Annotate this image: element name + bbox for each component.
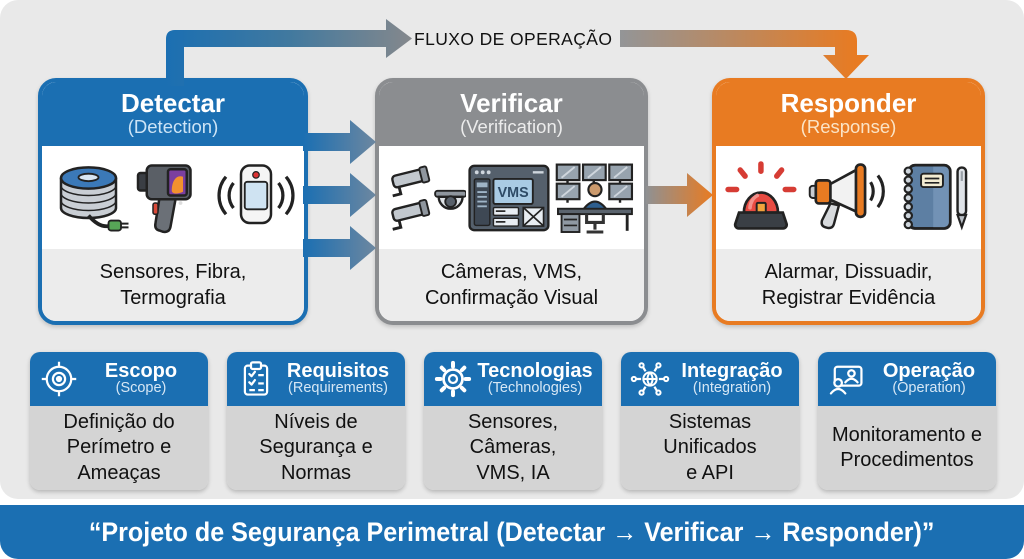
pillar-title: Integração [681,359,783,382]
stage-detectar-icons [42,146,304,249]
pillar-requisitos: Requisitos (Requirements) Níveis de Segu… [227,352,405,490]
pillar-title: Tecnologias [477,359,593,382]
stage-title: Responder [780,88,917,119]
pillar-integracao-body: Sistemas Unificados e API [621,406,799,490]
pillar-operacao: Operação (Operation) Monitoramento e Pro… [818,352,996,490]
pillar-tecnologias-body: Sensores, Câmeras, VMS, IA [424,406,602,490]
alarm-siren-icon [725,160,797,230]
motion-sensor-icon [216,163,295,224]
pillar-subtitle: (Requirements) [288,380,388,397]
evidence-notebook-icon [903,163,969,231]
pillar-requisitos-header: Requisitos (Requirements) [227,352,405,406]
stage-title: Detectar [120,88,226,119]
stage-verificar-header: Verificar (Verification) [379,82,644,146]
pillar-requisitos-body: Níveis de Segurança e Normas [227,406,405,490]
stage-subtitle: (Detection) [127,116,219,138]
pillar-subtitle: (Scope) [115,380,167,397]
pillar-subtitle: (Operation) [892,380,966,397]
stage-responder: Responder (Response) [712,78,985,325]
gear-icon [432,359,474,399]
megaphone-icon [808,162,885,229]
pillar-operacao-header: Operação (Operation) [818,352,996,406]
pillar-title: Requisitos [286,359,390,382]
pillar-title: Escopo [104,359,178,382]
stage-detectar-header: Detectar (Detection) [42,82,304,146]
footer-title: “Projeto de Segurança Perimetral (Detect… [89,516,935,547]
stage-responder-icons [716,146,981,249]
footer-title-bar: “Projeto de Segurança Perimetral (Detect… [0,505,1024,559]
monitoring-station-icon [555,163,634,234]
pillar-subtitle: (Technologies) [487,380,583,397]
pillar-integracao-header: Integração (Integration) [621,352,799,406]
vms-screen-label: VMS [498,184,529,200]
pillar-tecnologias-header: Tecnologias (Technologies) [424,352,602,406]
team-meeting-icon [826,359,868,399]
network-icon [629,359,671,399]
stage-detectar-caption: Sensores, Fibra, Termografia [42,249,304,321]
stage-subtitle: (Verification) [460,116,563,138]
target-icon [38,359,80,399]
thermal-camera-icon [136,163,192,233]
stage-responder-caption: Alarmar, Dissuadir, Registrar Evidência [716,249,981,321]
pillar-escopo: Escopo (Scope) Definição do Perímetro e … [30,352,208,490]
checklist-icon [235,359,277,399]
pillar-integracao: Integração (Integration) Sistemas Unific… [621,352,799,490]
pillar-tecnologias: Tecnologias (Technologies) Sensores, Câm… [424,352,602,490]
vms-software-icon: VMS [468,164,550,231]
stage-subtitle: (Response) [800,116,897,138]
cctv-cameras-icon [391,165,467,231]
pillar-escopo-body: Definição do Perímetro e Ameaças [30,406,208,490]
stage-verificar-icons: VMS [379,146,644,249]
pillar-subtitle: (Integration) [692,380,772,397]
stage-verificar: Verificar (Verification) [375,78,648,325]
stage-responder-header: Responder (Response) [716,82,981,146]
pillar-operacao-body: Monitoramento e Procedimentos [818,406,996,490]
pillar-escopo-header: Escopo (Scope) [30,352,208,406]
stage-detectar: Detectar (Detection) [38,78,308,325]
pillar-title: Operação [882,359,976,382]
fiber-spool-icon [59,165,128,231]
stage-title: Verificar [460,88,563,119]
stage-verificar-caption: Câmeras, VMS, Confirmação Visual [379,249,644,321]
flow-label: FLUXO DE OPERAÇÃO [414,29,613,49]
